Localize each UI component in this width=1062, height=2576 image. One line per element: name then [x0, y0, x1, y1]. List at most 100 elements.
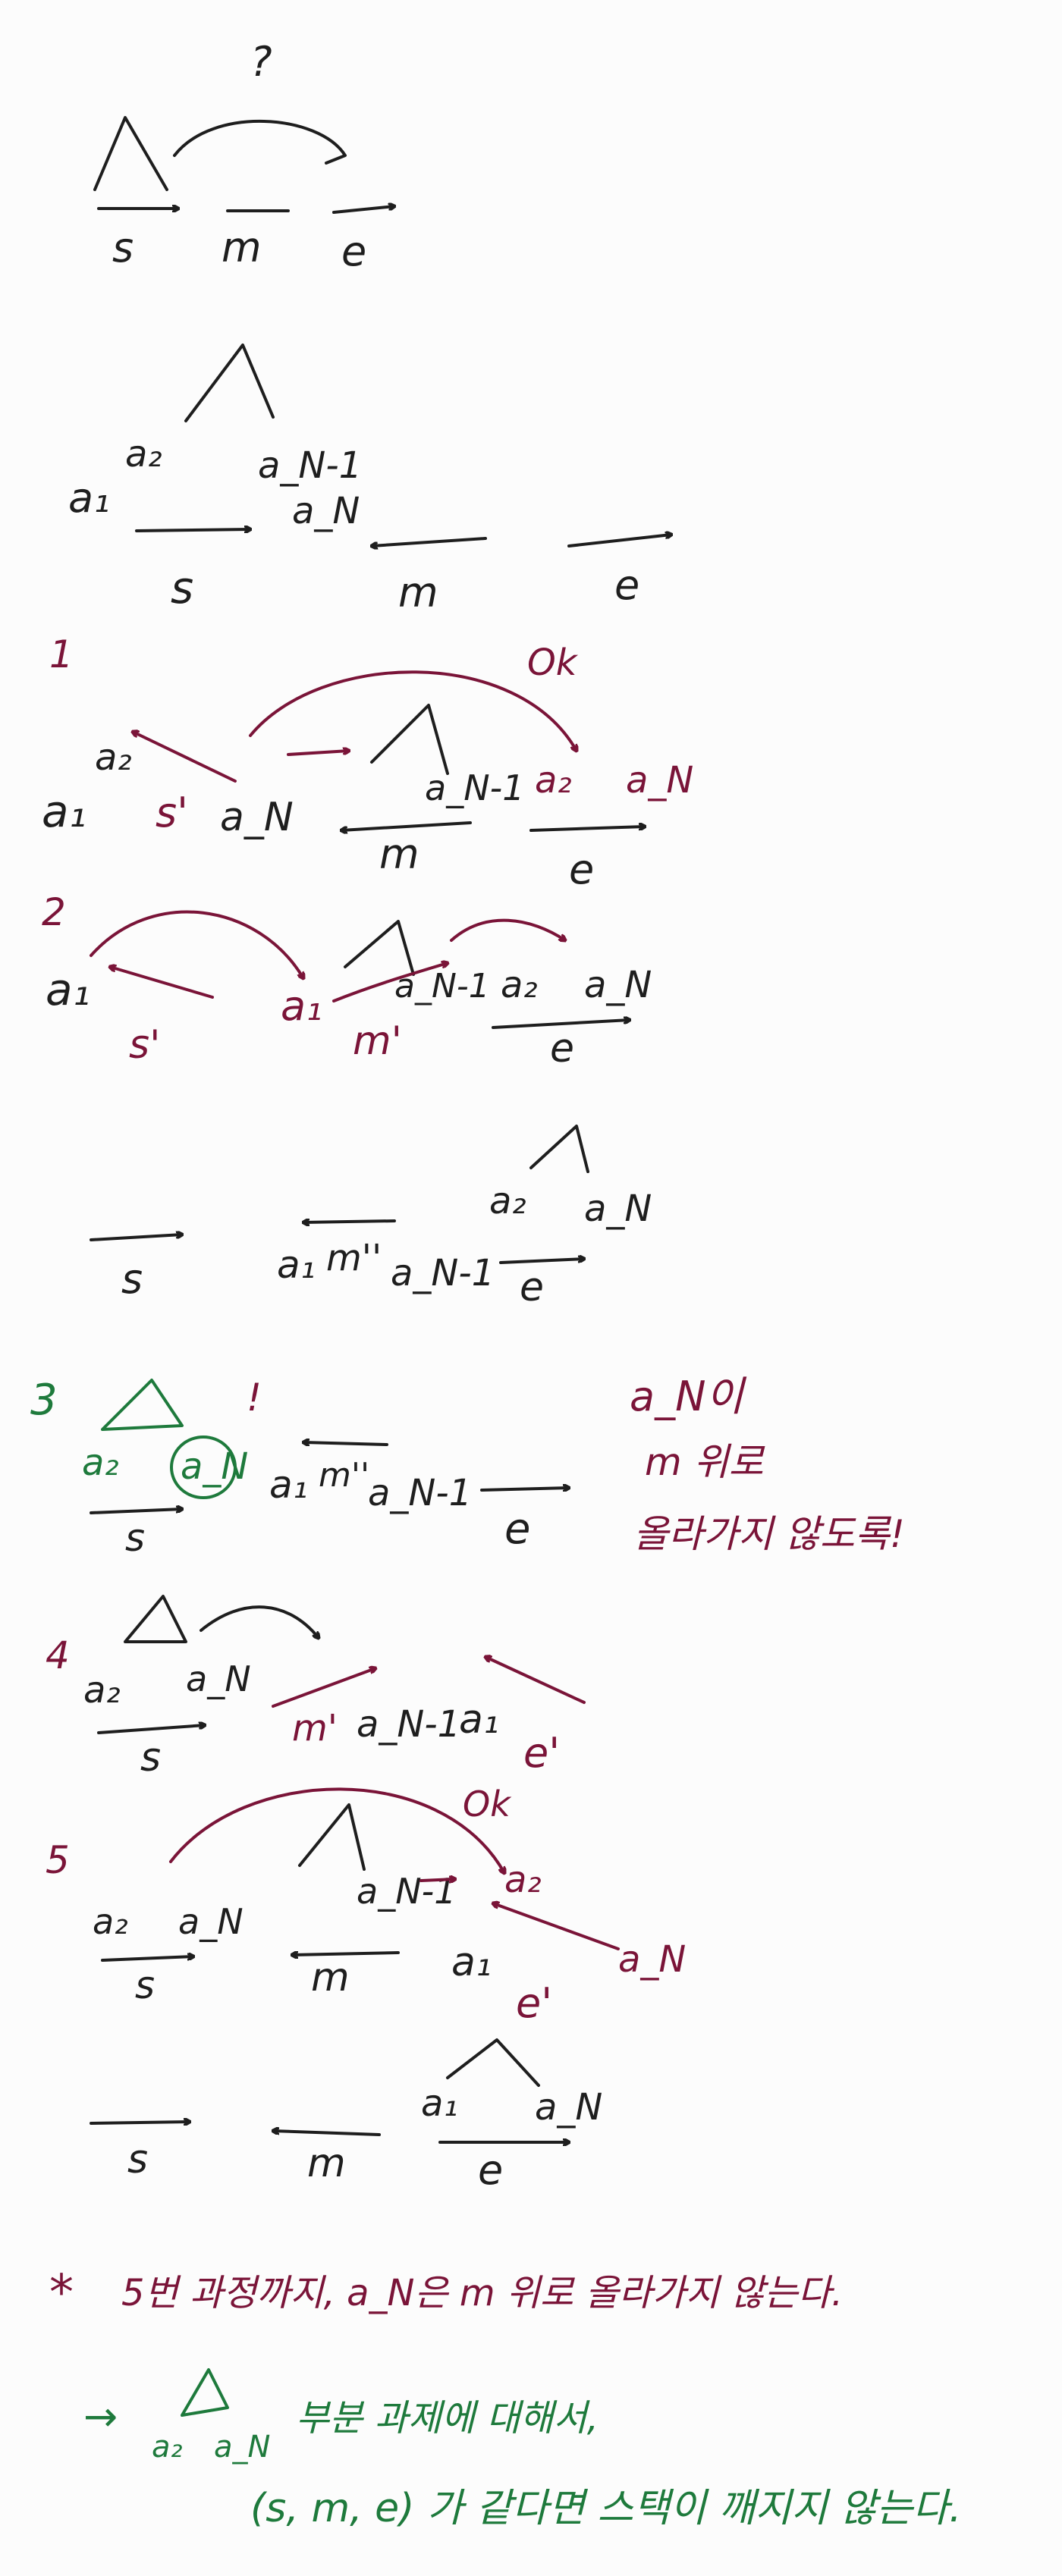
peg-e-label: e	[520, 1265, 544, 1310]
disk-a2-label: a₂	[152, 2430, 183, 2465]
note-aN-line3: 올라가지 않도록!	[633, 1512, 905, 1556]
disk-aN-label: a_N	[292, 490, 360, 532]
disk-aN-1-label: a_N-1	[394, 967, 490, 1006]
peg-m-label: m	[311, 1955, 350, 2000]
peg-e-label: e	[550, 1026, 574, 1072]
stack-triangle-green	[101, 1379, 184, 1431]
e-prime-label: e'	[516, 1979, 552, 2027]
disk-aN-label: a_N	[584, 1188, 652, 1230]
stack-triangle	[298, 1803, 366, 1871]
disk-aN-1-label: a_N-1	[258, 444, 362, 487]
step-number: 2	[42, 890, 66, 934]
arc-arrow-to-e	[450, 918, 565, 940]
s-prime-label: s'	[156, 789, 188, 836]
peg-m-arrow	[372, 537, 487, 546]
final-state: a₁ a_N s m e	[90, 2038, 602, 2194]
peg-s-arrow	[90, 1235, 182, 1241]
peg-m-arrow	[273, 2131, 381, 2136]
m-prime-label: m'	[353, 1018, 402, 1064]
note-aN-line2: m 위로	[645, 1440, 765, 1484]
arrow-to-m-prime	[272, 1668, 375, 1708]
m-prime-label: m'	[292, 1707, 338, 1749]
peg-m-label: m	[222, 224, 262, 271]
peg-e-arrow	[480, 1488, 569, 1490]
peg-m-label: m	[379, 830, 419, 878]
disk-a2-label: a₂	[95, 736, 132, 779]
peg-s-label: s	[112, 224, 134, 271]
peg-m-arrow	[303, 1442, 388, 1445]
exclamation-mark: !	[247, 1376, 262, 1420]
disk-aN-1-label: a_N-1	[425, 767, 524, 808]
step-number: 5	[46, 1838, 70, 1882]
peg-e-arrow	[529, 827, 645, 832]
conclusion: * 5번 과정까지, a_N은 m 위로 올라가지 않는다. → a₂ a_N …	[49, 2265, 962, 2531]
stack-triangle	[529, 1125, 589, 1173]
peg-e-label: e	[614, 561, 639, 609]
step-1: 1 Ok a₂ a_N-1 a₂ a_N a₁ s' a_N m e	[42, 632, 693, 893]
s-prime-label: s'	[129, 1022, 160, 1068]
disk-a1-label: a₁	[269, 1463, 308, 1507]
move-arc-arrow	[173, 119, 347, 165]
disk-a1-label: a₁	[68, 474, 110, 522]
aN-highlight-circle	[170, 1435, 237, 1499]
peg-e-label: e	[569, 846, 594, 893]
arc-arrow-to-m	[200, 1605, 319, 1638]
peg-e-arrow	[492, 1020, 630, 1029]
peg-m-arrow	[341, 821, 472, 830]
disk-a2-label: a₂	[489, 1180, 526, 1222]
conclusion-line-1: 5번 과정까지, a_N은 m 위로 올라가지 않는다.	[121, 2272, 843, 2314]
disk-a1-on-m-prime: a₁	[281, 982, 322, 1030]
peg-m-arrow	[303, 1221, 396, 1222]
disk-aN-on-s: a_N	[178, 1901, 244, 1942]
peg-s-label: s	[135, 1963, 155, 2007]
disk-aN-on-e: a_N	[626, 759, 693, 802]
step-4: 4 a₂ a_N m' a_N-1 a₁ e' s	[46, 1595, 586, 1781]
stack-triangle	[93, 116, 168, 191]
question-mark: ?	[250, 38, 272, 86]
disk-a1-label: a₁	[42, 786, 86, 837]
step-number: 1	[49, 632, 74, 676]
peg-e-arrow	[499, 1259, 584, 1264]
disk-aN-label: a_N	[181, 1445, 248, 1488]
disk-a1-label: a₁	[451, 1940, 492, 1985]
disk-aN-label: a_N	[186, 1658, 251, 1699]
step-3: 3 ! a₂ a_N a₁ m'' a_N-1 s e a_N이 m 위로 올라…	[30, 1373, 905, 1560]
peg-e-arrow	[567, 535, 671, 548]
disk-aN-1-label: a_N-1	[368, 1472, 472, 1514]
step-2: 2 a₁ a₁ a_N-1 a₂ a_N s' m' e	[42, 890, 652, 1072]
peg-s-label: s	[140, 1735, 161, 1781]
peg-s-arrow	[90, 2122, 190, 2123]
disk-a2-label: a₂	[83, 1669, 121, 1712]
peg-s-label: s	[127, 2137, 148, 2182]
arrow-bullet: →	[83, 2392, 118, 2440]
disk-a1-label: a₁	[459, 1697, 499, 1743]
disk-aN-label: a_N	[214, 2430, 270, 2465]
stack-triangle	[446, 2038, 540, 2087]
arc-arrow-to-e-prime	[169, 1787, 504, 1873]
conclusion-line-2b: (s, m, e) 가 같다면 스택이 깨지지 않는다.	[250, 2486, 962, 2531]
disk-a1-label: a₁	[421, 2082, 458, 2125]
panel-setup: a₂ a_N-1 a₁ a_N s m e	[68, 344, 671, 617]
arrow-a1-to-e-prime	[485, 1657, 586, 1704]
peg-s-arrow	[135, 529, 250, 531]
peg-e-label: e	[478, 2146, 503, 2194]
stack-triangle	[344, 920, 415, 976]
disk-aN-label: a_N	[535, 2086, 602, 2129]
disk-aN-1-label: a_N-1	[357, 1871, 456, 1912]
conclusion-line-2a: 부분 과제에 대해서,	[296, 2397, 599, 2440]
peg-s-label: s	[125, 1516, 145, 1560]
disk-aN-1-label: a_N-1	[357, 1703, 460, 1746]
arc-arrow-a2-to-e	[249, 670, 577, 751]
disk-aN-1-label: a_N-1	[391, 1252, 495, 1294]
arrow-back-to-s-prime	[110, 967, 214, 999]
note-aN-line1: a_N이	[630, 1373, 746, 1420]
peg-e-label: e	[504, 1504, 530, 1554]
disk-aN-label: a_N	[220, 795, 294, 840]
peg-m-label: m	[398, 569, 438, 617]
step-number: 3	[30, 1376, 58, 1425]
stack-triangle	[370, 704, 449, 775]
stack-triangle	[181, 2368, 229, 2417]
disk-a2-on-e: a₂	[535, 759, 572, 802]
peg-m-arrow	[292, 1953, 400, 1955]
